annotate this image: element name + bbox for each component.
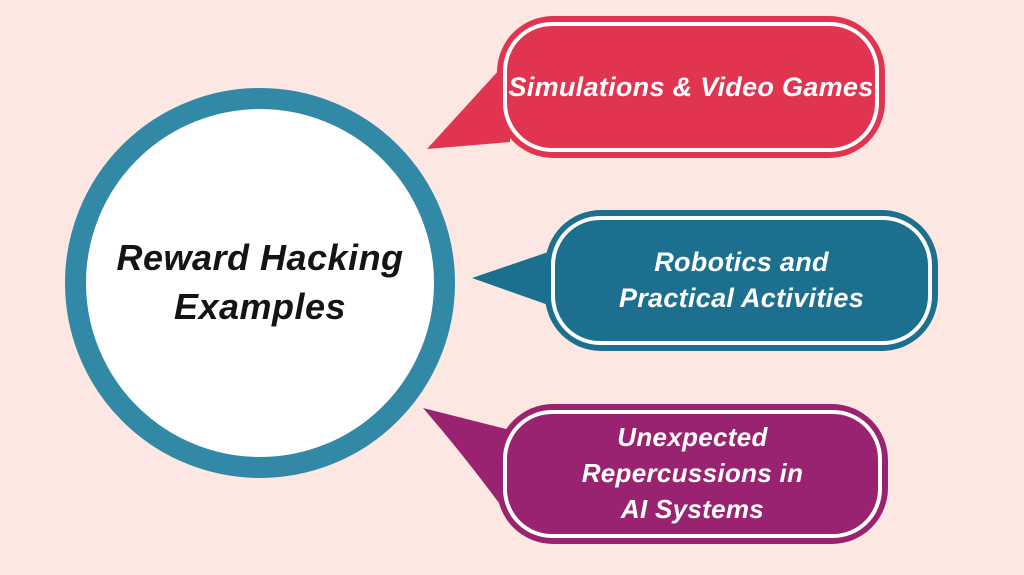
central-title-line-2: Examples bbox=[173, 286, 347, 327]
bubble-label-line: Unexpected bbox=[617, 422, 768, 453]
bubble-label-line: Practical Activities bbox=[618, 282, 865, 313]
central-topic-circle: Reward Hacking Examples bbox=[65, 88, 455, 478]
bubble-label-repercussions: Unexpected Repercussions in AI Systems bbox=[582, 420, 804, 528]
connector-tail-robotics bbox=[472, 250, 554, 307]
central-title-line-1: Reward Hacking bbox=[116, 237, 404, 279]
bubble-robotics-practical-activities: Robotics and Practical Activities bbox=[545, 210, 938, 351]
bubble-simulations-video-games: Simulations & Video Games bbox=[497, 16, 885, 158]
bubble-label-line: Repercussions in bbox=[581, 458, 804, 489]
bubble-label-robotics: Robotics and Practical Activities bbox=[619, 245, 864, 316]
connector-tail-repercussions bbox=[423, 408, 514, 507]
bubble-unexpected-repercussions-ai-systems: Unexpected Repercussions in AI Systems bbox=[497, 404, 888, 544]
central-topic-title: Reward Hacking Examples bbox=[116, 234, 403, 331]
bubble-label-simulations: Simulations & Video Games bbox=[508, 72, 873, 103]
connector-tail-simulations bbox=[427, 58, 510, 149]
bubble-label-line: AI Systems bbox=[620, 493, 765, 524]
bubble-label-line: Simulations & Video Games bbox=[508, 71, 874, 102]
bubble-label-line: Robotics and bbox=[654, 246, 829, 277]
